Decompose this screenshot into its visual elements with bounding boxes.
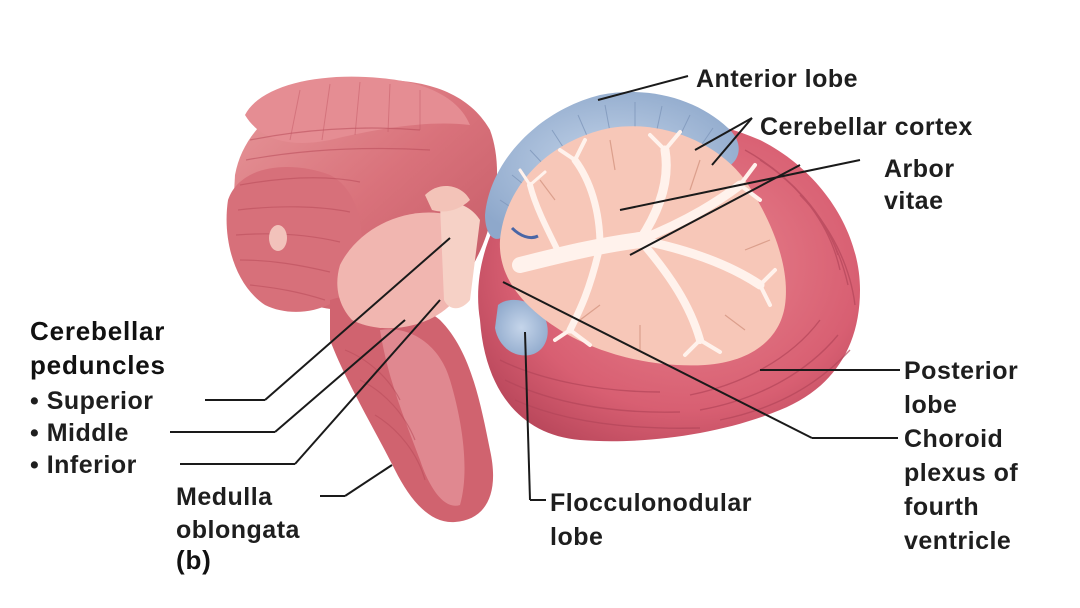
label-medulla-line1: Medulla	[176, 483, 273, 511]
label-cerebellar-peduncles-line1: Cerebellar	[30, 316, 166, 346]
label-arbor-vitae-line1: Arbor	[884, 155, 955, 183]
label-superior: • Superior	[30, 387, 154, 415]
leader-lines	[170, 75, 900, 501]
label-flocculonodular-line2: lobe	[550, 523, 604, 551]
label-cerebellar-cortex: Cerebellar cortex	[760, 113, 973, 141]
label-choroid-line4: ventricle	[904, 527, 1012, 555]
label-arbor-vitae-line2: vitae	[884, 187, 944, 215]
label-anterior-lobe: Anterior lobe	[696, 65, 859, 93]
label-cerebellar-peduncles-line2: peduncles	[30, 350, 166, 380]
label-posterior-lobe-line1: Posterior	[904, 357, 1019, 385]
label-medulla-line2: oblongata	[176, 516, 300, 544]
label-choroid-line2: plexus of	[904, 459, 1019, 487]
label-posterior-lobe-line2: lobe	[904, 391, 958, 419]
cerebellum	[478, 91, 860, 442]
label-middle: • Middle	[30, 419, 129, 447]
label-flocculonodular-line1: Flocculonodular	[550, 489, 752, 517]
panel-label: (b)	[176, 545, 212, 575]
label-inferior: • Inferior	[30, 451, 137, 479]
brainstem	[226, 76, 498, 523]
label-choroid-line1: Choroid	[904, 425, 1004, 453]
label-choroid-line3: fourth	[904, 493, 980, 521]
